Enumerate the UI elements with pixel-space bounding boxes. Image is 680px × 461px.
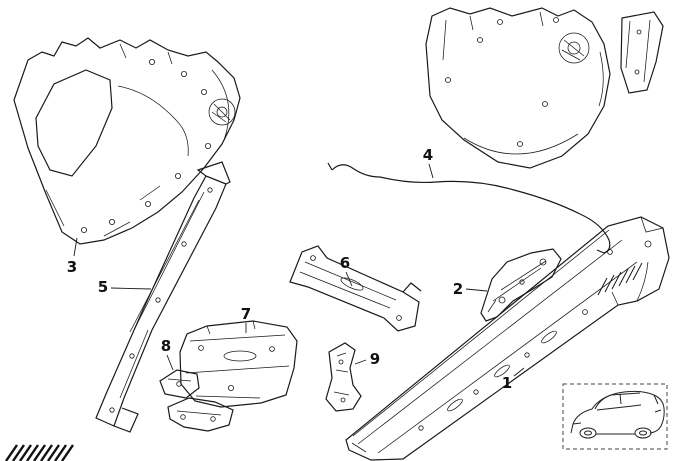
part-outline xyxy=(95,175,227,427)
bolt-holes xyxy=(81,59,212,233)
corner-bracket-holes xyxy=(634,29,642,75)
part-crossmember-6[interactable] xyxy=(289,245,422,332)
bolt-holes xyxy=(176,381,216,422)
callout-label-1[interactable]: 1 xyxy=(502,374,512,392)
corner-hatch-mark xyxy=(5,444,74,461)
slot xyxy=(541,330,557,344)
part-seal-strip[interactable] xyxy=(327,162,611,254)
callout-label-4[interactable]: 4 xyxy=(423,146,433,164)
bolt-holes xyxy=(498,258,547,304)
part-detail-lines xyxy=(333,352,350,396)
callout-leader-8 xyxy=(166,354,174,371)
bolt-holes xyxy=(109,187,213,413)
vent-hatch-lines xyxy=(597,262,643,296)
part-crossmember-7[interactable] xyxy=(179,320,298,408)
part-detail-lines xyxy=(351,216,664,454)
callout-1[interactable]: 1 xyxy=(502,367,525,392)
part-bracket-9[interactable] xyxy=(325,342,362,412)
callout-3[interactable]: 3 xyxy=(67,237,78,276)
callout-leader-3 xyxy=(73,237,78,257)
callouts-layer: 1 2 3 4 5 6 7 8 xyxy=(67,146,525,392)
callout-leader-2 xyxy=(465,288,488,292)
part-bracket-8[interactable] xyxy=(159,369,234,432)
bolt-holes xyxy=(198,345,275,391)
callout-label-6[interactable]: 6 xyxy=(340,254,350,272)
part-detail-lines xyxy=(119,191,205,399)
car-thumbnail xyxy=(562,383,668,450)
part-b-pillar[interactable] xyxy=(95,161,231,433)
round-opening-inner xyxy=(567,41,581,55)
callout-label-5[interactable]: 5 xyxy=(98,278,108,296)
bolt-holes xyxy=(418,240,652,431)
callout-leader-1 xyxy=(513,367,525,377)
part-bracket-2[interactable] xyxy=(480,248,562,322)
bolt-holes xyxy=(310,255,402,321)
part-rocker-sill[interactable] xyxy=(345,216,670,461)
car-rear-three-quarter-icon xyxy=(570,390,665,439)
round-opening-inner xyxy=(216,106,228,118)
bolt-holes xyxy=(338,359,346,403)
callout-2[interactable]: 2 xyxy=(453,280,488,298)
corner-bracket xyxy=(620,11,664,94)
callout-label-8[interactable]: 8 xyxy=(161,337,171,355)
slot xyxy=(494,364,510,378)
part-outline xyxy=(179,320,298,408)
callout-9[interactable]: 9 xyxy=(354,350,380,368)
round-opening-hatch xyxy=(561,39,585,61)
part-quarter-panel-right[interactable] xyxy=(425,7,664,169)
window-opening xyxy=(35,69,113,177)
slot xyxy=(223,350,257,362)
callout-7[interactable]: 7 xyxy=(241,305,251,333)
round-opening-hatch xyxy=(211,103,231,123)
callout-label-3[interactable]: 3 xyxy=(67,258,77,276)
hatch-stripes-mark xyxy=(5,444,74,461)
part-detail-lines xyxy=(185,320,290,399)
part-outline xyxy=(325,342,362,412)
callout-leader-5 xyxy=(110,287,152,290)
pillar-top-bracket xyxy=(196,161,231,185)
part-outline xyxy=(480,248,562,322)
part-outline xyxy=(289,245,420,332)
part-detail-lines xyxy=(299,261,397,309)
part-outline xyxy=(345,216,670,461)
part-detail-lines xyxy=(442,11,604,107)
end-flange xyxy=(402,282,422,293)
callout-8[interactable]: 8 xyxy=(161,337,174,371)
callout-label-2[interactable]: 2 xyxy=(453,280,463,298)
callout-label-9[interactable]: 9 xyxy=(370,350,380,368)
seal-strip-line xyxy=(327,162,611,254)
slot xyxy=(340,277,364,291)
callout-4[interactable]: 4 xyxy=(423,146,434,179)
bracket-upper-outline xyxy=(159,369,200,399)
part-outline xyxy=(425,7,611,169)
callout-leader-4 xyxy=(428,163,434,179)
callout-5[interactable]: 5 xyxy=(98,278,152,296)
part-outline xyxy=(13,37,241,245)
part-detail-lines xyxy=(487,260,547,313)
slot xyxy=(447,398,463,412)
part-detail-lines xyxy=(45,43,230,237)
bracket-lower-line xyxy=(176,410,222,416)
wheel-arch-line xyxy=(463,133,579,155)
corner-bracket-lines xyxy=(625,19,651,83)
callout-6[interactable]: 6 xyxy=(340,254,353,287)
round-opening xyxy=(558,32,590,64)
thumbnail-border xyxy=(562,383,668,450)
bolt-holes xyxy=(445,17,559,147)
callout-label-7[interactable]: 7 xyxy=(241,305,251,323)
part-quarter-panel-left[interactable] xyxy=(13,37,241,245)
pillar-foot xyxy=(113,407,139,433)
bracket-lower-outline xyxy=(167,397,234,432)
round-opening xyxy=(208,98,236,126)
bracket-upper-line xyxy=(167,378,192,382)
callout-leader-6 xyxy=(345,271,353,287)
callout-leader-9 xyxy=(354,359,367,365)
